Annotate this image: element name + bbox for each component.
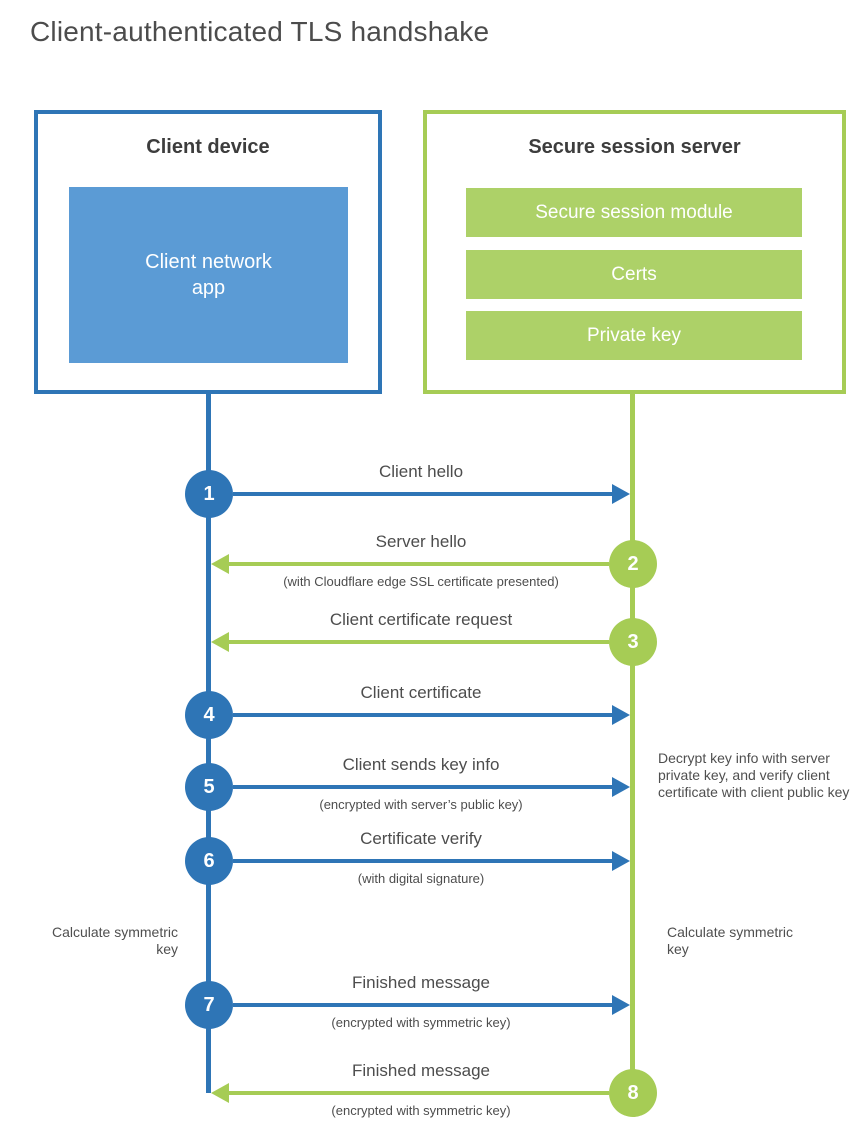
arrow-right-icon: [612, 484, 630, 504]
step-label: Client certificate: [360, 683, 482, 702]
step-sublabel: (encrypted with server’s public key): [319, 797, 523, 812]
step-sublabel: (encrypted with symmetric key): [331, 1103, 511, 1118]
arrow-right-icon: [612, 777, 630, 797]
step-label: Finished message: [352, 973, 490, 992]
step-number-badge: 4: [185, 691, 233, 739]
arrow-shaft: [233, 859, 613, 863]
step-sublabel: (with Cloudflare edge SSL certificate pr…: [283, 574, 559, 589]
arrow-shaft: [233, 1003, 613, 1007]
server-module-secure-session: Secure session module: [466, 188, 802, 237]
client-lifeline: [206, 393, 211, 1093]
arrow-left-icon: [211, 1083, 229, 1103]
step-label: Finished message: [352, 1061, 490, 1080]
arrow-shaft: [229, 1091, 609, 1095]
server-module-private-key: Private key: [466, 311, 802, 360]
step-sublabel: (encrypted with symmetric key): [331, 1015, 511, 1030]
arrow-shaft: [229, 562, 609, 566]
step-label: Client hello: [378, 462, 464, 481]
arrow-shaft: [229, 640, 609, 644]
step-number-badge: 5: [185, 763, 233, 811]
server-decrypt-note: Decrypt key info with server private key…: [658, 750, 850, 800]
arrow-left-icon: [211, 554, 229, 574]
server-lifeline: [630, 393, 635, 1093]
step-number-badge: 2: [609, 540, 657, 588]
step-number-badge: 7: [185, 981, 233, 1029]
step-label: Server hello: [375, 532, 467, 551]
step-number-badge: 6: [185, 837, 233, 885]
arrow-left-icon: [211, 632, 229, 652]
client-network-app-box: Client network app: [69, 187, 348, 363]
arrow-shaft: [233, 492, 613, 496]
client-device-title: Client device: [146, 136, 270, 158]
step-number-badge: 8: [609, 1069, 657, 1117]
server-module-certs: Certs: [466, 250, 802, 299]
arrow-shaft: [233, 785, 613, 789]
client-network-app-label: Client network app: [145, 251, 272, 299]
secure-session-server-title: Secure session server: [528, 136, 741, 158]
step-label: Client certificate request: [329, 610, 513, 629]
arrow-right-icon: [612, 995, 630, 1015]
step-number-badge: 1: [185, 470, 233, 518]
arrow-shaft: [233, 713, 613, 717]
arrow-right-icon: [612, 705, 630, 725]
step-sublabel: (with digital signature): [357, 871, 485, 886]
page-title: Client-authenticated TLS handshake: [30, 16, 490, 47]
step-label: Certificate verify: [360, 829, 482, 848]
calculate-symmetric-key-server: Calculate symmetric key: [667, 924, 794, 957]
step-number-badge: 3: [609, 618, 657, 666]
arrow-right-icon: [612, 851, 630, 871]
calculate-symmetric-key-client: Calculate symmetric key: [51, 924, 178, 957]
step-label: Client sends key info: [342, 755, 500, 774]
